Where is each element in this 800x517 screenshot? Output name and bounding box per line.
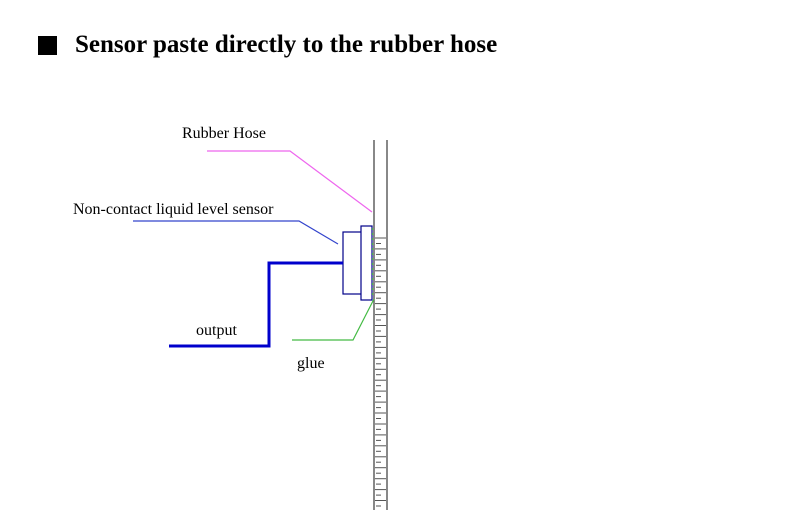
glue-leader-line bbox=[292, 298, 375, 341]
sensor-label: Non-contact liquid level sensor bbox=[73, 201, 274, 218]
sensor-body bbox=[342, 231, 363, 295]
page-title: Sensor paste directly to the rubber hose bbox=[75, 31, 498, 58]
sensor-leader-line bbox=[133, 220, 339, 245]
output-wire bbox=[169, 261, 343, 348]
output-label: output bbox=[196, 322, 237, 339]
sensor-contact-plate bbox=[360, 225, 373, 301]
page-header: Sensor paste directly to the rubber hose bbox=[38, 28, 497, 62]
rubber-hose-label: Rubber Hose bbox=[182, 125, 266, 142]
rubber-hose-liquid-scale bbox=[375, 237, 386, 507]
rubber-hose-leader-line bbox=[207, 150, 373, 213]
glue-label: glue bbox=[297, 355, 325, 372]
square-bullet-icon bbox=[38, 35, 57, 55]
